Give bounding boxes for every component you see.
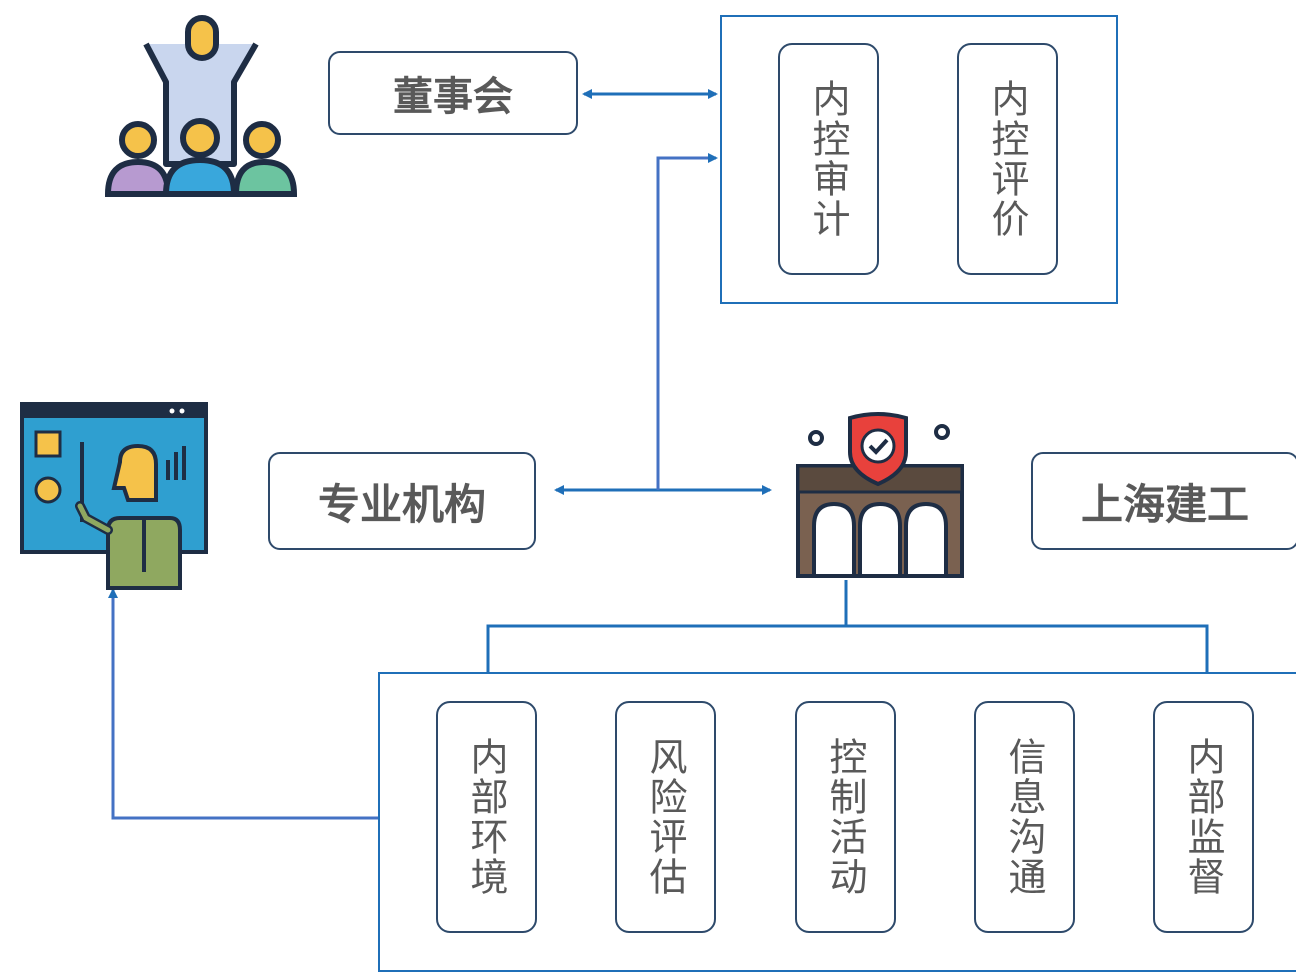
control-element-item: 内部监督: [1153, 701, 1254, 933]
people-cheering-icon: [104, 14, 300, 204]
building-shield-icon: [796, 408, 966, 584]
control-element-item: 内部环境: [436, 701, 537, 933]
agency-label-box: 专业机构: [268, 452, 536, 550]
control-element-item: 控制活动: [795, 701, 896, 933]
board-label: 董事会: [393, 74, 513, 120]
presenter-board-icon: [20, 402, 210, 596]
agency-label: 专业机构: [317, 479, 486, 529]
board-label-box: 董事会: [328, 51, 578, 135]
control-review-item: 内控评价: [957, 43, 1058, 275]
elements-agency-arrow: [108, 588, 378, 820]
agency-review-arrow: [656, 153, 718, 490]
control-review-item: 内控审计: [778, 43, 879, 275]
tree-bar: [486, 624, 1209, 672]
control-element-item: 风险评估: [615, 701, 716, 933]
company-label-box: 上海建工: [1031, 452, 1296, 550]
control-element-item: 信息沟通: [974, 701, 1075, 933]
company-label: 上海建工: [1080, 479, 1249, 529]
